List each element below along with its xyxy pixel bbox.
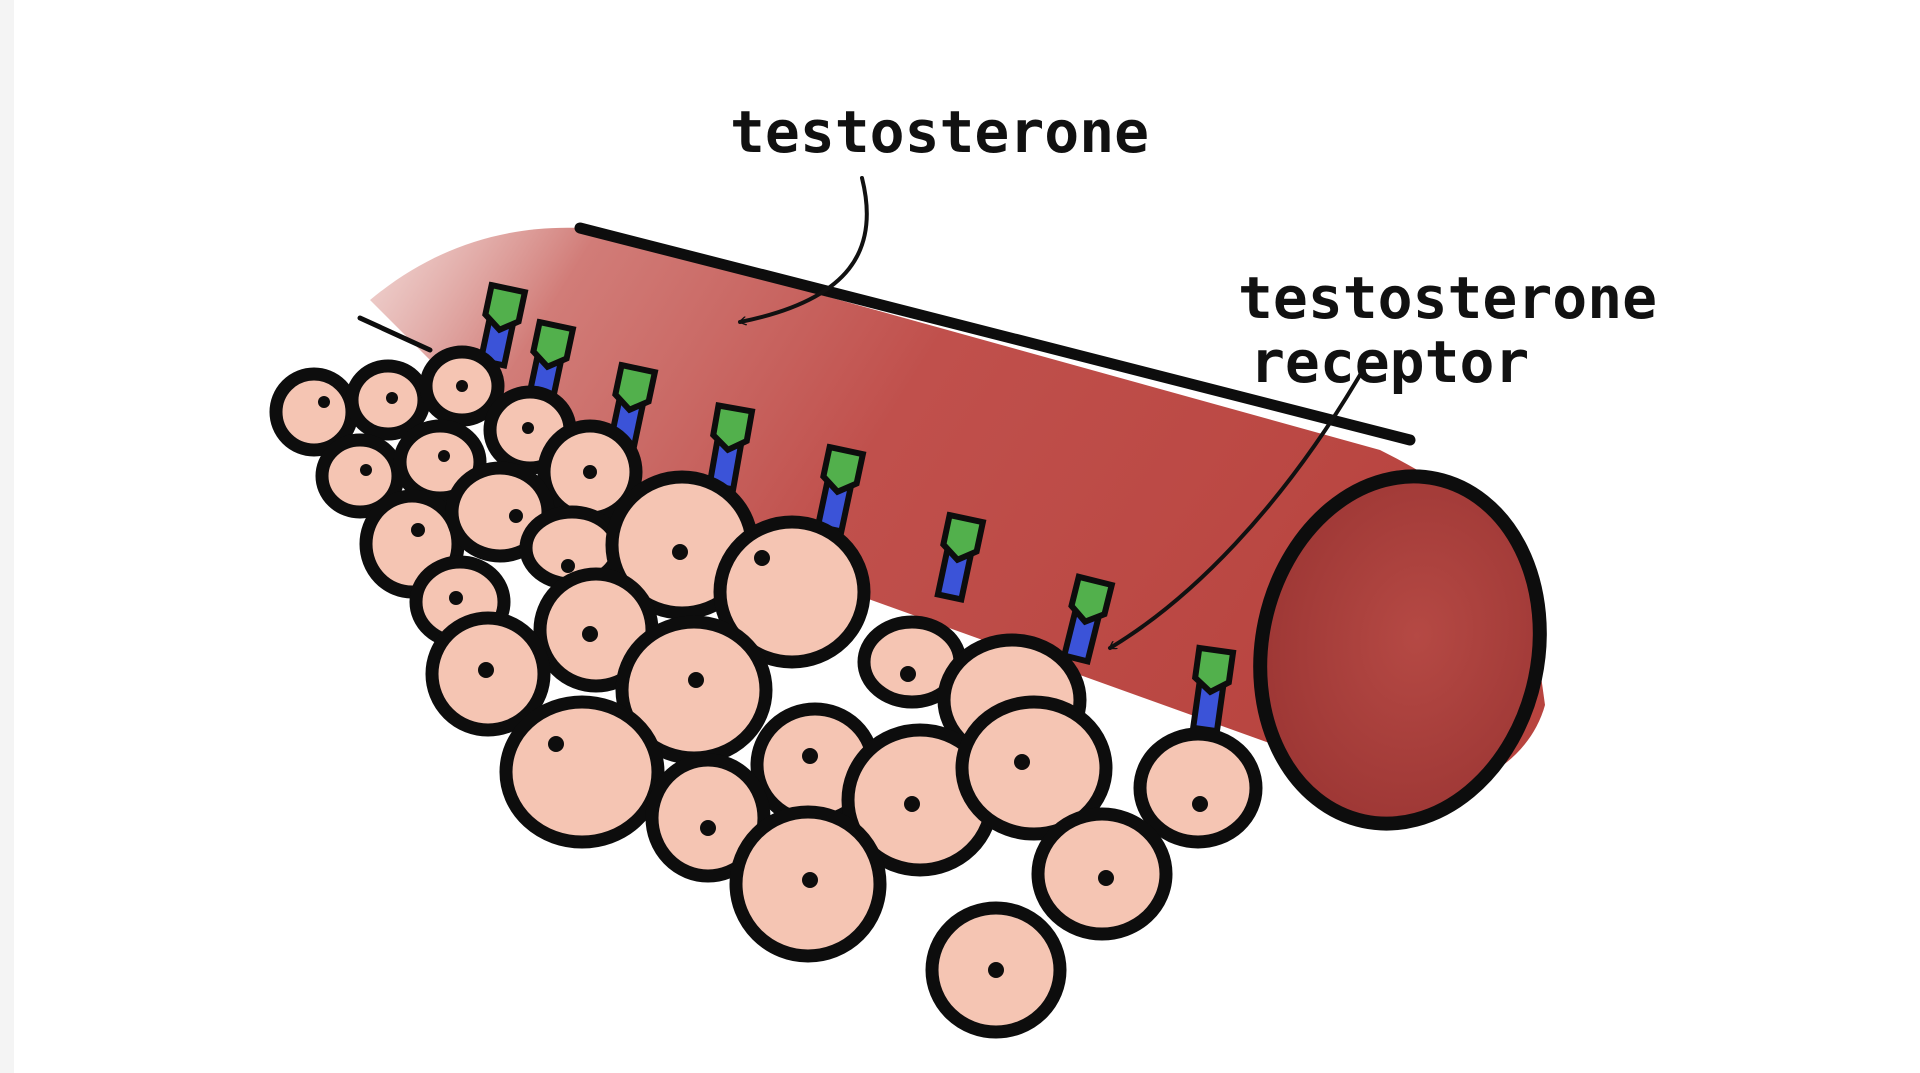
receptor — [814, 443, 867, 535]
blood-vessel — [357, 222, 1547, 831]
cell — [1031, 807, 1173, 941]
cell — [1133, 727, 1263, 849]
cell — [925, 901, 1067, 1039]
cell — [345, 359, 431, 441]
cell — [955, 695, 1113, 841]
cell — [425, 611, 551, 737]
testosterone-arrow — [740, 176, 869, 322]
receptor — [934, 511, 987, 603]
cell — [729, 805, 887, 963]
cell — [419, 345, 505, 427]
testosterone-label: testosterone — [730, 98, 1149, 166]
left-margin — [0, 0, 14, 1073]
receptor — [706, 402, 756, 493]
receptor-label-line1: testosterone — [1238, 264, 1657, 332]
cells — [269, 345, 1263, 1039]
receptor-label-line2: receptor — [1250, 328, 1529, 396]
vessel-left-edge — [357, 315, 433, 353]
receptor-arrow — [1108, 373, 1362, 650]
cell — [713, 515, 871, 669]
vessel-opening — [1253, 469, 1547, 831]
receptors — [477, 281, 1237, 735]
vessel-body — [370, 227, 1545, 792]
receptor — [1060, 573, 1116, 666]
cell — [645, 753, 771, 883]
vessel-top-edge — [574, 222, 1416, 446]
cell — [499, 695, 665, 849]
receptor — [1189, 644, 1237, 735]
